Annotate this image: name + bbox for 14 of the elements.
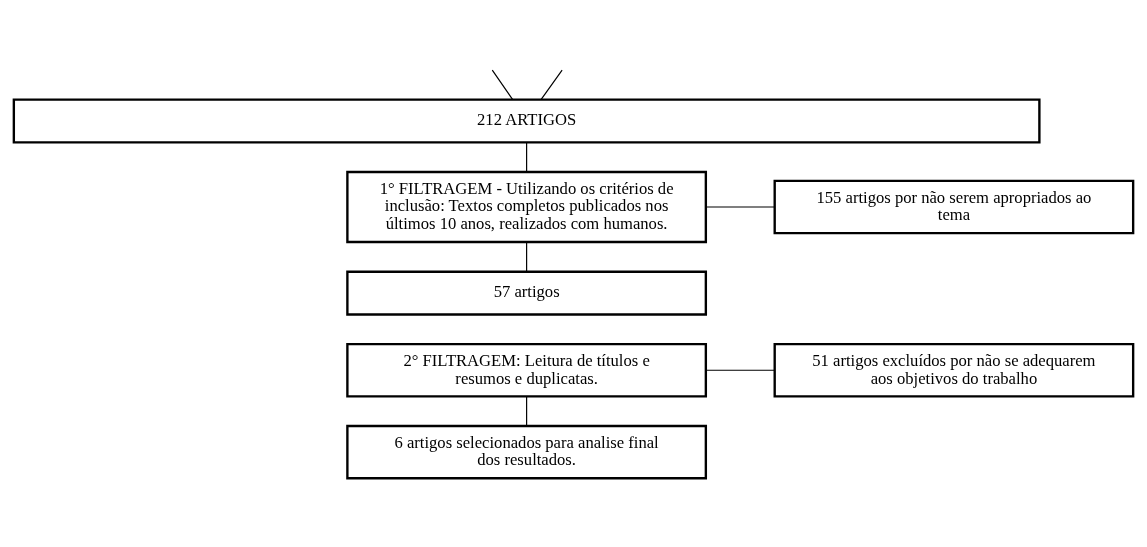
node-box: 155 artigos por não serem apropriados ao tema [773,179,1135,235]
connector [705,369,775,371]
connector [526,396,528,427]
node-box: 2° FILTRAGEM: Leitura de títulos e resumos e duplicatas. [346,342,708,398]
node-box: 1° FILTRAGEM - Utilizando os critérios de inclusão: Textos completos publicados nos últimos 10 anos, realizados com humanos. [346,170,708,244]
connector [526,241,528,273]
node-box: 212 ARTIGOS [12,98,1041,144]
connector [540,69,563,100]
node-box: 51 artigos excluídos por não se adequarem aos objetivos do trabalho [773,342,1135,398]
node-box: 6 artigos selecionados para analise final dos resultados. [346,424,708,480]
node-box: 57 artigos [346,270,708,316]
connector [705,206,775,208]
connector [526,141,528,173]
connector [491,69,514,100]
